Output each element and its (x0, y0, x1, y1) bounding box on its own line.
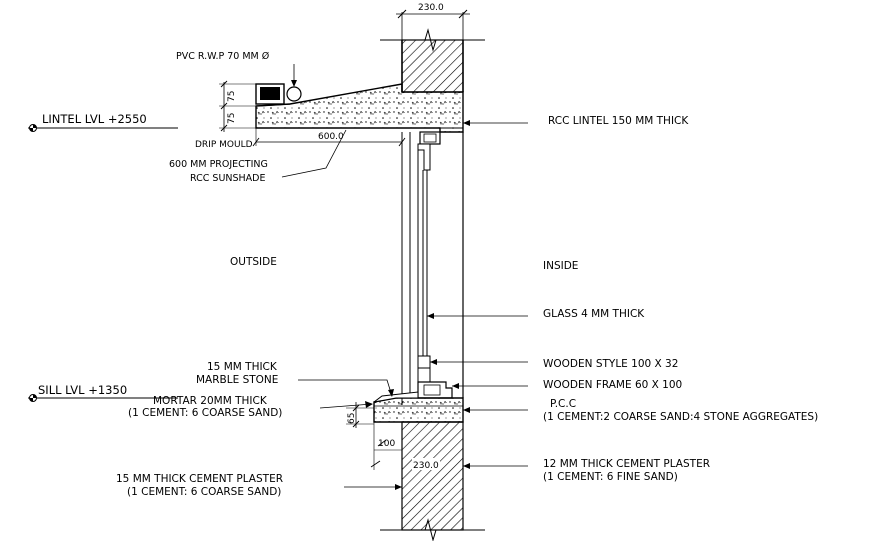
sill-wall-width-text: 230.0 (413, 461, 439, 471)
sill-step-dim: 65 (346, 402, 374, 428)
lintel-level-text: LINTEL LVL +2550 (42, 112, 147, 126)
lower-wall: 230.0 (380, 421, 485, 541)
sunshade-top-dim: 75 (227, 91, 237, 102)
pcc-text-2: (1 CEMENT:2 COARSE SAND:4 STONE AGGREGAT… (543, 411, 818, 423)
inside-label: INSIDE (543, 260, 578, 272)
sill-level-text: SILL LVL +1350 (38, 383, 127, 397)
window-frame (401, 131, 464, 405)
outer-plaster-text-1: 15 MM THICK CEMENT PLASTER (116, 473, 283, 485)
rcc-lintel-sunshade (255, 83, 464, 133)
pvc-rwp-text: PVC R.W.P 70 MM Ø (176, 51, 269, 62)
wooden-frame-annotation: WOODEN FRAME 60 X 100 (452, 379, 682, 391)
upper-wall (380, 28, 485, 93)
outer-plaster-annotation: 15 MM THICK CEMENT PLASTER (1 CEMENT: 6 … (116, 473, 402, 498)
pcc-annotation: P.C.C (1 CEMENT:2 COARSE SAND:4 STONE AG… (463, 398, 818, 423)
rcc-lintel-annotation: RCC LINTEL 150 MM THICK (463, 115, 689, 127)
sill-level-marker: SILL LVL +1350 (28, 383, 178, 402)
sill-step-text: 65 (347, 413, 357, 424)
projection-dimension: 600.0 (252, 128, 406, 147)
rcc-lintel-text: RCC LINTEL 150 MM THICK (548, 115, 689, 127)
wall-width-dimension: 230.0 (396, 3, 470, 40)
sill-height-text: 100 (378, 439, 395, 449)
sunshade-annotation: 600 MM PROJECTING RCC SUNSHADE (169, 129, 347, 184)
sunshade-text-1: 600 MM PROJECTING (169, 159, 268, 170)
sill-slab (373, 391, 464, 423)
wooden-style-text: WOODEN STYLE 100 X 32 (543, 358, 678, 370)
outside-label: OUTSIDE (230, 256, 277, 268)
inner-plaster-text-2: (1 CEMENT: 6 FINE SAND) (543, 471, 678, 483)
sunshade-height-dims: 75 75 (219, 80, 256, 132)
marble-annotation: 15 MM THICK MARBLE STONE (196, 361, 394, 397)
glass-text: GLASS 4 MM THICK (543, 308, 645, 320)
lintel-level-marker: LINTEL LVL +2550 (28, 112, 178, 132)
pvc-rwp-annotation: PVC R.W.P 70 MM Ø (176, 51, 297, 87)
projection-text: 600.0 (318, 132, 344, 142)
marble-text-2: MARBLE STONE (196, 374, 278, 386)
wooden-frame-text: WOODEN FRAME 60 X 100 (543, 379, 682, 391)
sunshade-bottom-dim: 75 (227, 113, 237, 124)
wall-width-text: 230.0 (418, 3, 444, 13)
inner-plaster-text-1: 12 MM THICK CEMENT PLASTER (543, 458, 710, 470)
outer-plaster-text-2: (1 CEMENT: 6 COARSE SAND) (127, 486, 281, 498)
wooden-style-annotation: WOODEN STYLE 100 X 32 (430, 358, 678, 370)
mortar-text-2: (1 CEMENT: 6 COARSE SAND) (128, 407, 282, 419)
drip-mould-text: DRIP MOULD (195, 140, 253, 150)
marble-text-1: 15 MM THICK (207, 361, 278, 373)
inner-plaster-annotation: 12 MM THICK CEMENT PLASTER (1 CEMENT: 6 … (463, 458, 710, 483)
sill-height-dim: 100 (370, 422, 402, 470)
mortar-text-1: MORTAR 20MM THICK (153, 395, 268, 407)
glass-annotation: GLASS 4 MM THICK (427, 308, 645, 320)
mortar-annotation: MORTAR 20MM THICK (1 CEMENT: 6 COARSE SA… (128, 395, 373, 419)
pcc-text-1: P.C.C (550, 398, 576, 410)
sunshade-text-2: RCC SUNSHADE (190, 173, 266, 184)
